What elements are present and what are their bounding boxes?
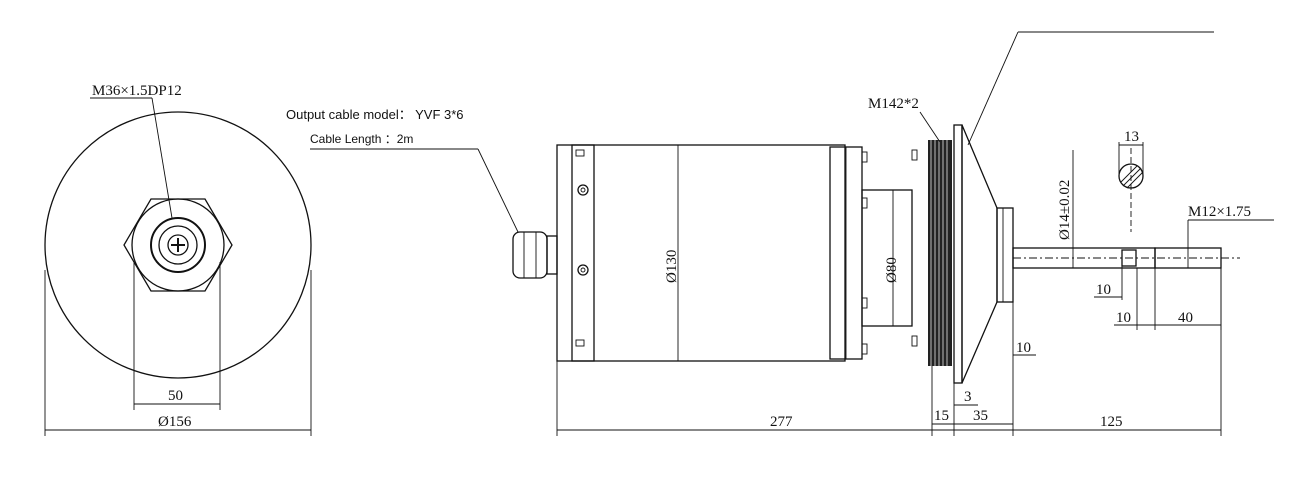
dim-shaft-thread: M12×1.75: [1188, 204, 1251, 220]
clip-2: [575, 339, 585, 347]
cable-model-label: Output cable model： YVF 3*6: [286, 107, 464, 122]
dim-35: 35: [973, 408, 988, 424]
cable-leader-diag: [477, 148, 519, 233]
dim-section-13: 13: [1124, 129, 1139, 145]
dim-277: 277: [770, 414, 793, 430]
hub: [996, 207, 1014, 303]
motor-body: [556, 144, 846, 362]
dim-key-10b: 10: [1116, 310, 1131, 326]
thread-label: M36×1.5DP12: [92, 83, 182, 99]
section-hatch: [1120, 165, 1144, 189]
end-cap-left: [571, 144, 595, 362]
neck-clip-1: [911, 149, 918, 161]
keyway: [1121, 249, 1137, 267]
dim-50: 50: [168, 388, 183, 404]
cable-gland-nut: [512, 231, 548, 279]
dim-flange-10: 10: [1016, 340, 1031, 356]
neck-clip-2: [911, 335, 918, 347]
leader-thread-diag: [151, 97, 173, 219]
body-screw-1: [577, 184, 589, 196]
dim-shaft-end-40: 40: [1178, 310, 1193, 326]
dim-diameter-80: Ø80: [884, 257, 900, 283]
body-screw-2: [577, 264, 589, 276]
dim-125: 125: [1100, 414, 1123, 430]
clip-1: [575, 149, 585, 157]
flange-plate: [953, 124, 963, 384]
dim-flange-thread: M142*2: [868, 96, 919, 112]
housing-outer-circle: [44, 111, 312, 379]
neck: [861, 189, 913, 327]
body-screw-2-inner: [580, 267, 586, 273]
flange-thread: [928, 140, 952, 366]
thread-ridges: [930, 140, 948, 366]
clip-5: [861, 297, 868, 309]
dim-shaft-diameter: Ø14±0.02: [1057, 180, 1073, 240]
dim-3: 3: [964, 389, 972, 405]
front-view: 50 Ø156 M36×1.5DP12: [44, 83, 312, 436]
gland-ring-outer: [150, 217, 206, 273]
flange-thread-leader: [919, 111, 941, 143]
side-view: Output cable model： YVF 3*6 Cable Length…: [286, 31, 1274, 436]
dim-diameter-130: Ø130: [664, 250, 680, 283]
clip-3: [861, 151, 868, 163]
cone: [961, 124, 998, 384]
cable-gland-body: [546, 235, 558, 275]
body-screw-1-inner: [580, 187, 586, 193]
gland-ring-inner: [158, 225, 198, 265]
top-leader-diag: [967, 31, 1019, 146]
clip-6: [861, 343, 868, 355]
dim-15: 15: [934, 408, 949, 424]
dim-key-10a: 10: [1096, 282, 1111, 298]
cable-length-label: Cable Length ：2m: [310, 132, 413, 146]
screw-head: [167, 234, 189, 256]
dim-diameter-156: Ø156: [158, 414, 192, 430]
boss-circle: [131, 198, 225, 292]
clip-4: [861, 197, 868, 209]
hex-nut: [123, 198, 233, 292]
